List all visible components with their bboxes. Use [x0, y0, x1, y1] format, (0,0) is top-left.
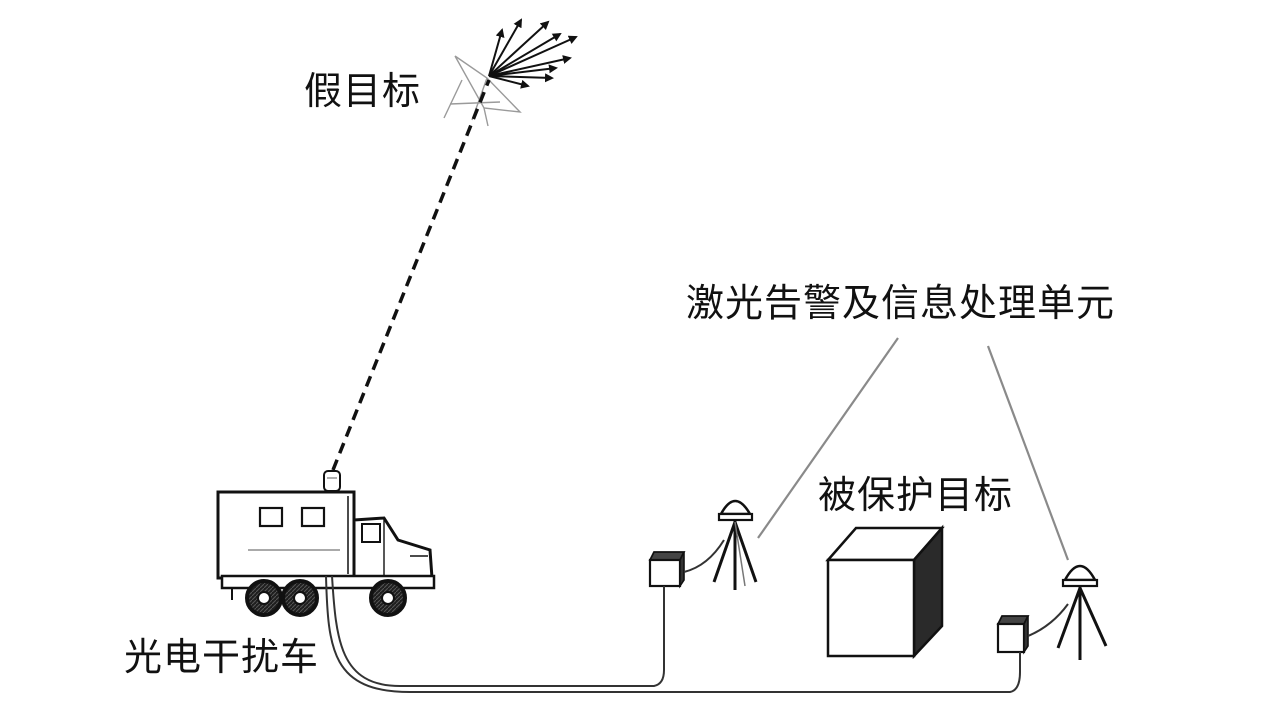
decoy-target-icon	[443, 18, 578, 127]
cables	[325, 539, 1069, 693]
laser-warning-sensor-1	[712, 499, 758, 590]
laser-warning-sensor-2	[1056, 564, 1108, 660]
jamming-vehicle-icon	[216, 470, 436, 617]
processing-box-1	[648, 551, 686, 589]
processing-box-2	[996, 615, 1030, 655]
laser-beam-dashed	[331, 79, 491, 471]
protected-target-box	[825, 524, 945, 660]
protected-target-label: 被保护目标	[818, 473, 1014, 517]
laser-warning-unit-label: 激光告警及信息处理单元	[686, 281, 1116, 325]
jamming-vehicle-label: 光电干扰车	[124, 635, 320, 679]
scatter-arrows	[488, 18, 578, 89]
decoy-target-label: 假目标	[304, 69, 422, 113]
truck-wheels	[245, 579, 407, 617]
warning-unit-leader-lines	[757, 337, 1070, 561]
